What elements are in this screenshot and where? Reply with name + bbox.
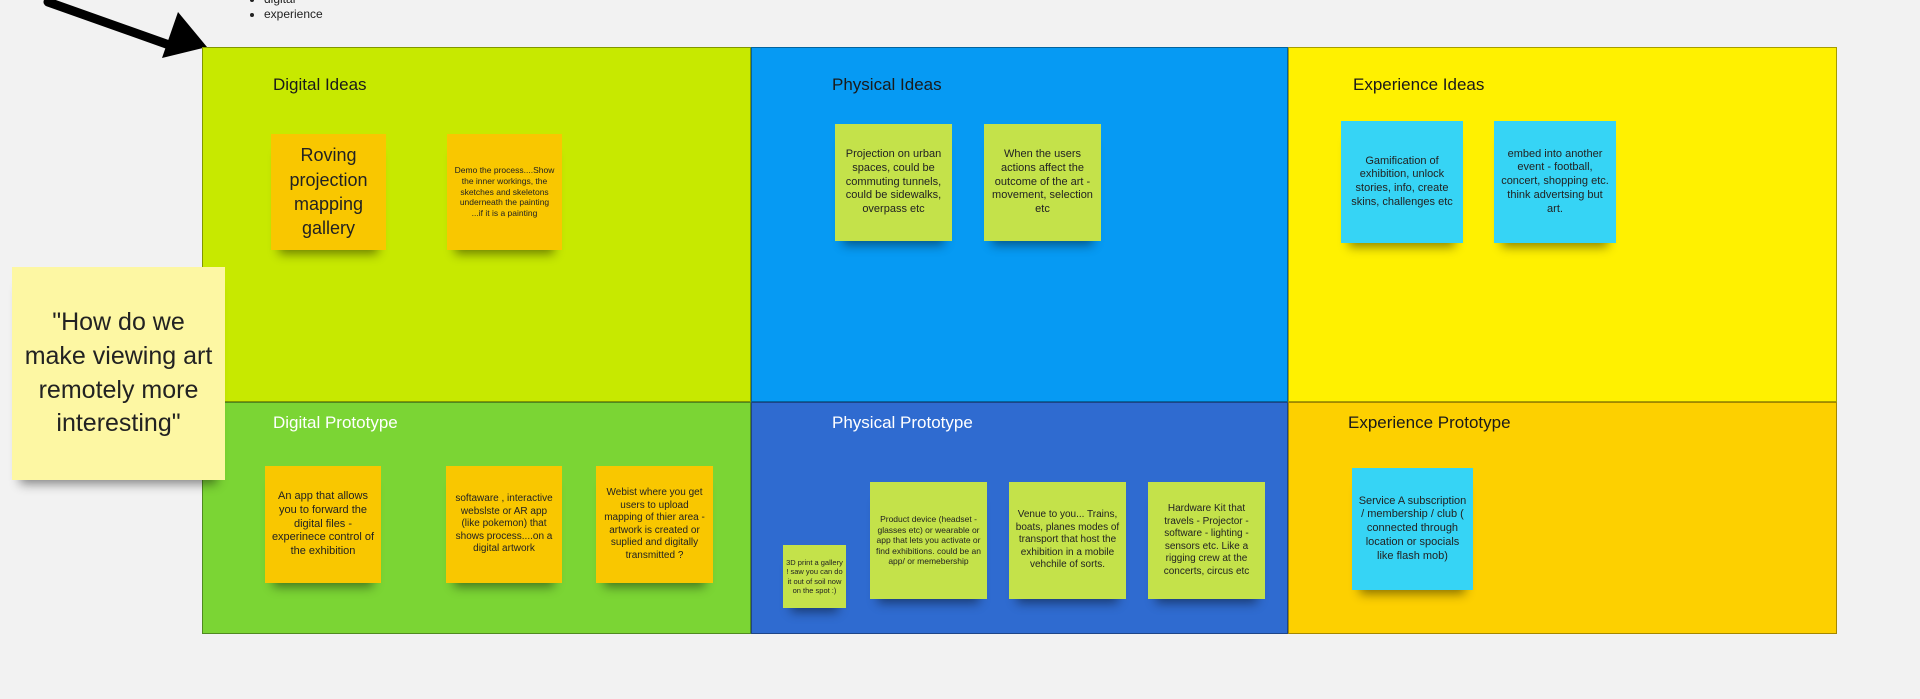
- cell-title-digital-prototype[interactable]: Digital Prototype: [273, 413, 398, 432]
- question-sticky-note[interactable]: "How do we make viewing art remotely mor…: [12, 267, 225, 480]
- sticky-note-demo-process[interactable]: Demo the process....Show the inner worki…: [447, 134, 562, 250]
- header-bullet-list: digital experience: [252, 0, 323, 22]
- bullet-item[interactable]: digital: [264, 0, 323, 7]
- sticky-note-app-forward[interactable]: An app that allows you to forward the di…: [265, 466, 381, 583]
- arrow-icon[interactable]: [0, 0, 215, 70]
- sticky-note-users-actions[interactable]: When the users actions affect the outcom…: [984, 124, 1101, 241]
- cell-title-experience-prototype[interactable]: Experience Prototype: [1348, 413, 1511, 432]
- sticky-note-hardware-kit[interactable]: Hardware Kit that travels - Projector - …: [1148, 482, 1265, 599]
- cell-title-physical-ideas[interactable]: Physical Ideas: [832, 75, 942, 94]
- cell-title-experience-ideas[interactable]: Experience Ideas: [1353, 75, 1485, 94]
- bullet-item[interactable]: experience: [264, 7, 323, 22]
- cell-title-physical-prototype[interactable]: Physical Prototype: [832, 413, 973, 432]
- sticky-note-service[interactable]: Service A subscription / membership / cl…: [1352, 468, 1473, 590]
- sticky-note-venue[interactable]: Venue to you... Trains, boats, planes mo…: [1009, 482, 1126, 599]
- sticky-note-embed-event[interactable]: embed into another event - football, con…: [1494, 121, 1616, 243]
- sticky-note-gamification[interactable]: Gamification of exhibition, unlock stori…: [1341, 121, 1463, 243]
- cell-title-digital-ideas[interactable]: Digital Ideas: [273, 75, 367, 94]
- sticky-note-webist[interactable]: Webist where you get users to upload map…: [596, 466, 713, 583]
- sticky-note-projection-urban[interactable]: Projection on urban spaces, could be com…: [835, 124, 952, 241]
- sticky-note-product-device[interactable]: Product device (headset - glasses etc) o…: [870, 482, 987, 599]
- sticky-note-roving-gallery[interactable]: Roving projection mapping gallery: [271, 134, 386, 250]
- sticky-note-softaware[interactable]: softaware , interactive webslste or AR a…: [446, 466, 562, 583]
- sticky-note-3d-print[interactable]: 3D print a gallery ! saw you can do it o…: [783, 545, 846, 608]
